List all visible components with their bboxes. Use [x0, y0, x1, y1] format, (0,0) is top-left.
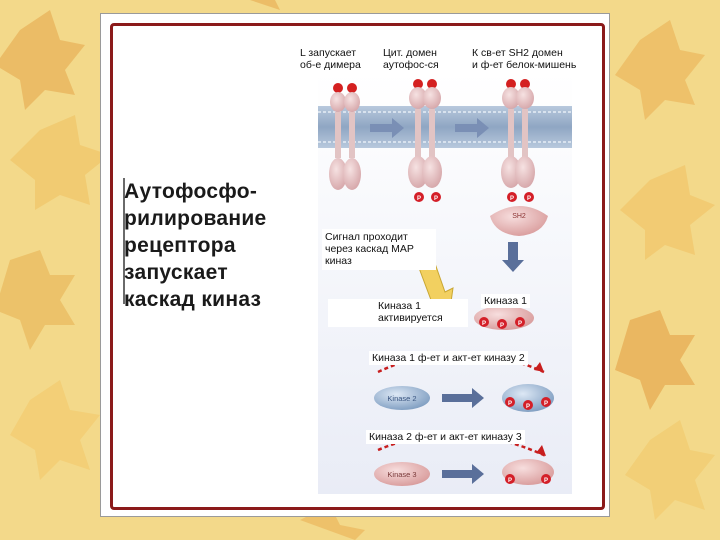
svg-text:P: P: [482, 321, 486, 327]
label-step-2: Киназа 2 ф-ет и акт-ет киназу 3: [366, 430, 525, 444]
kinase-cascade-figure: P P P P SH2 P P P Kinase 2 P P P: [318, 72, 572, 494]
arrow-kinase-3: [442, 464, 484, 484]
svg-text:Kinase 2: Kinase 2: [387, 394, 416, 403]
label-sh2: К св-ет SH2 домен и ф-ет белок-мишень: [472, 47, 577, 71]
label-ligand: L запускает об-е димера: [300, 47, 361, 71]
label-step-1: Киназа 1 ф-ет и акт-ет киназу 2: [369, 351, 528, 365]
label-kinase-activated: Киназа 1 активируется: [328, 299, 468, 327]
svg-text:P: P: [508, 401, 512, 407]
heading-line-1: Аутофосфо-: [124, 180, 258, 203]
kinase-3-inactive: [374, 462, 430, 486]
slide-heading: Аутофосфо- рилирование рецептора запуска…: [124, 178, 304, 313]
heading-line-5: каскад киназ: [124, 288, 262, 311]
heading-line-2: рилирование: [124, 207, 267, 230]
membrane-arrow-2: [455, 118, 489, 138]
heading-line-4: запускает: [124, 261, 228, 284]
svg-text:P: P: [434, 196, 438, 202]
heading-line-3: рецептора: [124, 234, 236, 257]
svg-text:P: P: [500, 323, 504, 329]
label-autophos: Цит. домен аутофос-ся: [383, 47, 439, 71]
svg-text:P: P: [527, 196, 531, 202]
svg-text:P: P: [544, 401, 548, 407]
svg-text:P: P: [518, 321, 522, 327]
receptor-dimer-sh2: P P SH2: [490, 79, 548, 236]
kinase-3-active: [502, 459, 554, 485]
kinase-2-inactive: [374, 386, 430, 410]
receptor-dimer: P P: [408, 79, 442, 202]
svg-text:P: P: [544, 478, 548, 484]
svg-text:P: P: [417, 196, 421, 202]
down-arrow-sh2: [502, 242, 524, 272]
heading-accent-rule: [123, 178, 125, 304]
svg-text:Kinase 3: Kinase 3: [387, 470, 416, 479]
arrow-kinase-2: [442, 388, 484, 408]
svg-text:P: P: [526, 404, 530, 410]
label-signal-cascade: Сигнал проходит через каскад MAP киназ: [322, 229, 436, 270]
receptor-monomers: [329, 83, 361, 190]
kinase-2-active: [502, 384, 554, 412]
svg-text:P: P: [510, 196, 514, 202]
svg-text:SH2: SH2: [512, 213, 526, 220]
label-kinase-1: Киназа 1: [481, 294, 530, 308]
membrane-arrow-1: [370, 118, 404, 138]
sh2-domain: [490, 206, 548, 236]
svg-text:P: P: [508, 478, 512, 484]
